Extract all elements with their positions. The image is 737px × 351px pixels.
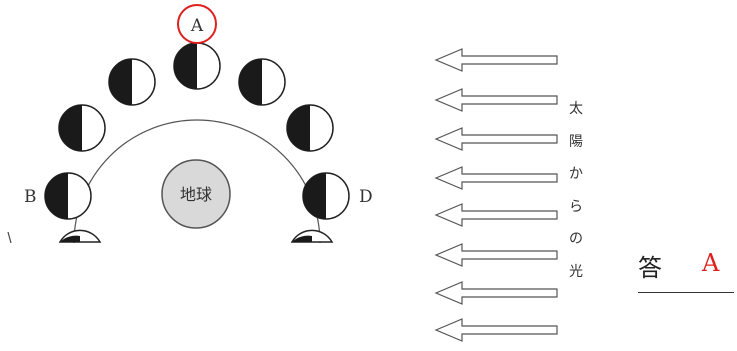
- sunlight-label: 太 陽 か ら の 光: [563, 93, 589, 288]
- position-label-b: B: [24, 187, 37, 207]
- sunlight-arrow: [434, 243, 558, 267]
- sunlight-arrow: [434, 127, 558, 151]
- sunlight-char: の: [569, 231, 583, 247]
- sunlight-arrow: [434, 166, 558, 190]
- answer-highlight-circle: [177, 4, 217, 44]
- sunlight-arrow: [434, 48, 558, 72]
- stray-mark: [7, 231, 12, 244]
- earth: [161, 159, 231, 229]
- moon-upper-left: [108, 58, 156, 106]
- moon-a: [173, 42, 221, 90]
- moon-upper-right: [238, 58, 286, 106]
- moon-b: [44, 172, 92, 220]
- earth-label: 地球: [180, 185, 212, 204]
- sunlight-char: 光: [569, 263, 583, 280]
- answer-word: 答: [638, 254, 662, 282]
- sunlight-arrow: [434, 203, 558, 227]
- position-label-d: D: [359, 187, 373, 207]
- sunlight-arrow: [434, 281, 558, 305]
- position-label-a: A: [190, 16, 204, 36]
- sunlight-char: 陽: [569, 133, 583, 150]
- answer-value: A: [702, 249, 720, 277]
- answer-box: 答 A: [638, 248, 734, 293]
- sunlight-char: 太: [569, 101, 583, 117]
- sunlight-arrow: [434, 318, 558, 342]
- moon-left-mid: [58, 104, 106, 152]
- moon-lower-left-partial: [58, 229, 102, 243]
- moon-lower-right-partial: [290, 229, 334, 243]
- sunlight-char: か: [569, 166, 583, 182]
- sunlight-arrows: [434, 48, 558, 342]
- sunlight-arrow: [434, 88, 558, 112]
- moon-d: [302, 172, 350, 220]
- sunlight-char: ら: [569, 198, 583, 215]
- moon-right-mid: [286, 104, 334, 152]
